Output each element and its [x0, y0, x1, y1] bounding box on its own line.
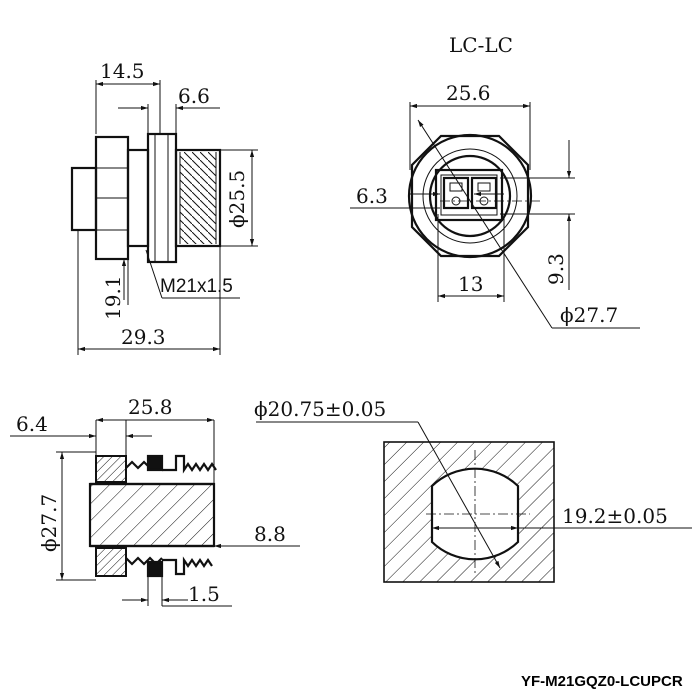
lc-port-left: [442, 176, 470, 210]
section-gasket-bottom: [148, 562, 162, 576]
part-number: YF-M21GQZ0-LCUPCR: [521, 673, 683, 690]
dim-port-offset: 6.3: [356, 184, 388, 208]
section-gasket-top: [148, 456, 162, 470]
side-flange: [146, 132, 178, 264]
dim-thread-diameter: ϕ25.5: [225, 170, 249, 228]
dim-port-width: 13: [458, 272, 483, 296]
dim-thread-spec: M21x1.5: [160, 276, 233, 297]
dim-outer-diameter: ϕ27.7: [560, 303, 618, 327]
front-hex: [410, 134, 530, 258]
dim-inner: 8.8: [254, 522, 286, 546]
dim-flat-width: 19.2±0.05: [562, 504, 668, 528]
side-neck: [126, 148, 150, 248]
dim-nut-width: 6.6: [178, 84, 210, 108]
dim-height: 19.1: [101, 275, 125, 320]
section-nut-bottom: [95, 547, 127, 577]
view-title: LC-LC: [449, 33, 513, 57]
section-view: 6.4 25.8 ϕ27.7 8.8 1.5: [10, 395, 300, 607]
dim-gasket: 1.5: [188, 582, 220, 606]
front-view: 25.6 6.3 9.3 13 ϕ27.7: [350, 81, 640, 329]
dim-width: 25.6: [446, 81, 491, 105]
front-outer-circle: [407, 133, 533, 259]
dim-flange: 6.4: [16, 412, 48, 436]
side-thread-body: [174, 148, 222, 248]
panel-cutout: ϕ20.75±0.05 19.2±0.05: [254, 397, 692, 583]
dim-hole-diameter: ϕ20.75±0.05: [254, 397, 386, 421]
side-view: 14.5 6.6 ϕ25.5 19.1 M21x1.5 29.3: [70, 59, 258, 355]
side-thread-hatch: [180, 152, 216, 244]
section-nut-top: [95, 455, 127, 483]
dim-length: 25.8: [128, 395, 173, 419]
side-cap: [70, 166, 98, 232]
dim-section-outer-diameter: ϕ27.7: [37, 494, 61, 552]
section-tube: [88, 482, 216, 548]
dim-port-height: 9.3: [544, 253, 568, 285]
dim-flange-width: 14.5: [100, 59, 145, 83]
lc-port-right: [470, 176, 498, 210]
dim-total-length: 29.3: [121, 325, 166, 349]
